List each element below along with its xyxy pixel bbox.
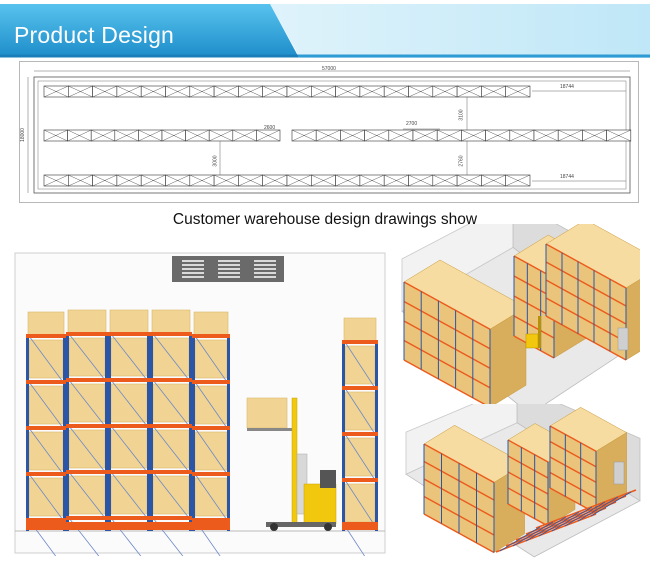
plan-lines — [27, 70, 632, 194]
upright — [108, 332, 111, 531]
header-banner: Product Design — [0, 4, 650, 58]
dim-aisle-left: 2600 — [264, 125, 276, 131]
beam — [108, 378, 150, 382]
ceiling-vent — [172, 256, 284, 282]
dim-v-left: 3000 — [212, 155, 219, 167]
upright — [147, 332, 150, 531]
beam — [342, 478, 378, 482]
rack-right-end — [342, 317, 378, 568]
beam — [192, 518, 230, 522]
beam — [108, 470, 150, 474]
rack-column-3 — [150, 309, 192, 565]
beam — [342, 340, 378, 344]
upright — [66, 332, 69, 531]
rack-row-middle-right — [291, 129, 632, 142]
rack-row-middle-left — [43, 129, 281, 142]
isometric-warehouse-top — [396, 200, 650, 418]
mobile-base-right — [342, 522, 378, 530]
front-elevation-illustration — [14, 252, 386, 568]
beam — [26, 472, 66, 476]
iso-top-rack-left — [403, 259, 527, 408]
drawing-caption: Customer warehouse design drawings show — [172, 211, 478, 228]
reach-truck-forklift — [246, 397, 337, 531]
mobile-base-left — [26, 522, 230, 530]
upright — [192, 334, 195, 531]
dim-right-bottom: 18744 — [560, 174, 574, 180]
iso-bottom-floor-rails — [495, 489, 637, 553]
carton — [343, 317, 377, 343]
beam — [150, 470, 192, 474]
banner-shape — [0, 4, 650, 58]
beam — [66, 470, 108, 474]
upright — [63, 334, 66, 531]
warehouse-plan-drawing: 57000 18000 18744 18744 2600 2700 3100 3… — [19, 61, 639, 203]
beam — [108, 424, 150, 428]
beam — [150, 516, 192, 520]
carton — [27, 311, 65, 337]
front-elevation-art — [14, 252, 386, 568]
carton — [109, 309, 149, 335]
beam — [192, 380, 230, 384]
rack-column-4 — [192, 311, 230, 567]
rack-row-bottom — [43, 174, 531, 187]
page-title: Product Design — [14, 22, 175, 48]
forklift-mast — [291, 397, 298, 527]
isometric-warehouse-art-1 — [401, 200, 650, 415]
isometric-warehouse-bottom — [400, 384, 644, 560]
dim-total-width: 18000 — [19, 128, 26, 142]
beam — [66, 424, 108, 428]
carton — [67, 309, 107, 335]
dim-right-top: 18744 — [560, 84, 574, 90]
upright — [150, 332, 153, 531]
dim-aisle-gap: 2700 — [406, 121, 418, 127]
dim-v-right-top: 3100 — [458, 109, 465, 121]
forklift-base — [266, 522, 336, 527]
beam — [26, 380, 66, 384]
beam — [66, 332, 108, 336]
dim-v-right-bottom: 2760 — [458, 155, 465, 167]
beam — [26, 426, 66, 430]
iso-top-forklift — [525, 333, 539, 349]
beam — [108, 332, 150, 336]
iso-bottom-door — [613, 461, 625, 485]
upright — [227, 334, 230, 531]
beam — [66, 516, 108, 520]
beam — [26, 334, 66, 338]
upright — [189, 332, 192, 531]
beam — [150, 378, 192, 382]
beam — [150, 332, 192, 336]
rack-left-end — [26, 311, 66, 567]
iso-bottom-rack-left — [423, 425, 526, 554]
rack-column-1 — [66, 309, 108, 565]
beam — [26, 518, 66, 522]
beam — [342, 432, 378, 436]
beam — [192, 334, 230, 338]
beam — [342, 386, 378, 390]
dim-total-length: 57000 — [322, 66, 336, 72]
beam — [192, 472, 230, 476]
beam — [192, 426, 230, 430]
upright — [105, 332, 108, 531]
upright — [26, 334, 29, 531]
iso-top-door — [617, 327, 629, 351]
beam — [66, 378, 108, 382]
isometric-warehouse-art-2 — [405, 384, 641, 558]
rack-column-2 — [108, 309, 150, 565]
forklift-body — [303, 483, 337, 525]
beam — [150, 424, 192, 428]
iso-bottom-rack-right — [549, 407, 628, 514]
carton — [193, 311, 229, 337]
carton — [110, 475, 148, 515]
rack-row-top — [43, 85, 531, 98]
carton — [194, 339, 228, 379]
carton — [151, 309, 191, 335]
beam — [108, 516, 150, 520]
forklift-carton — [246, 397, 288, 429]
